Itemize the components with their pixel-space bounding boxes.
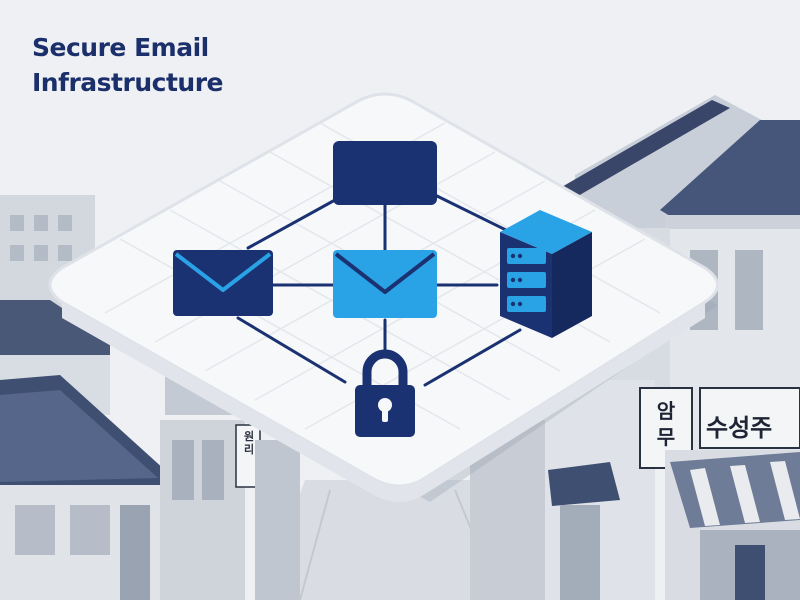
building-left-front: [0, 300, 261, 600]
shop-sign: 수성주: [706, 414, 773, 442]
rectangle-node-icon: [333, 141, 437, 205]
connector-top-left: [246, 198, 337, 250]
title-line-1: Secure Email: [32, 33, 209, 62]
server-rack-icon: [500, 210, 592, 338]
vertical-sign-char-2: 무: [656, 425, 676, 449]
title-line-2: Infrastructure: [32, 68, 224, 97]
street: [255, 420, 550, 600]
small-sign-char-2: 리: [243, 443, 255, 456]
connectors: [236, 194, 522, 387]
building-right-front: [545, 380, 800, 600]
envelope-icon: [173, 250, 273, 316]
page-title: Secure Email Infrastructure: [32, 30, 224, 100]
small-sign-char-1: 원: [243, 430, 255, 443]
vertical-sign-char-1: 암: [656, 399, 676, 423]
connector-left-bottom: [236, 316, 347, 384]
envelope-icon: [333, 250, 437, 318]
connector-top-right: [435, 194, 512, 234]
padlock-icon: [355, 349, 415, 437]
connector-right-bottom: [423, 328, 522, 387]
small-vertical-sign: 원 리: [240, 430, 258, 456]
vertical-sign: 암 무: [648, 398, 684, 450]
